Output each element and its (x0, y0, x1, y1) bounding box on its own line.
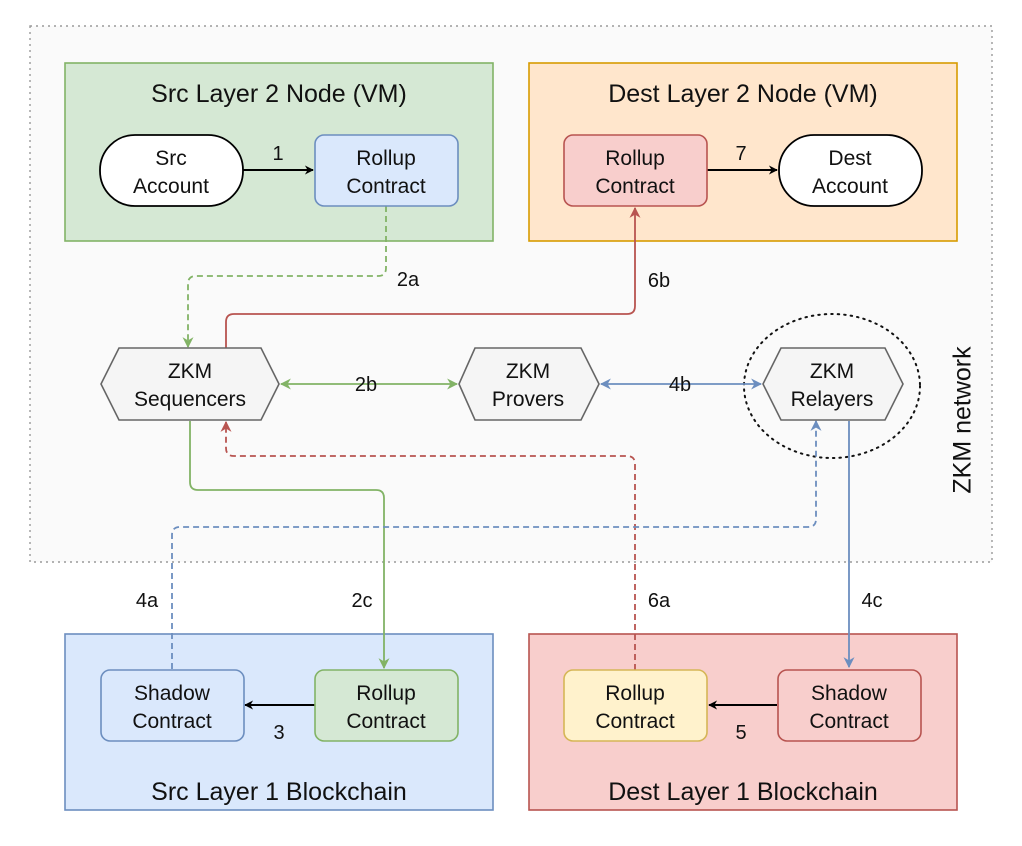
arrow-6a (220, 420, 636, 670)
dest-rollup-contract-l1-line2: Contract (595, 710, 675, 733)
dest-layer2-node-title: Dest Layer 2 Node (VM) (608, 80, 878, 108)
src-account-line1: Src (155, 147, 187, 170)
zkm-provers-line1: ZKM (506, 360, 550, 383)
connectors (171, 165, 855, 710)
step-label-4c: 4c (861, 590, 882, 612)
zkm-sequencers-line1: ZKM (168, 360, 212, 383)
dest-rollup-contract-l2-node: Rollup Contract (563, 134, 708, 207)
dest-account-line2: Account (812, 175, 888, 198)
src-layer2-node-title: Src Layer 2 Node (VM) (151, 80, 407, 108)
zkm-sequencers-line2: Sequencers (134, 388, 246, 411)
src-rollup-contract-line2: Contract (346, 175, 426, 198)
step-label-7: 7 (735, 143, 746, 165)
src-rollup-contract-node: Rollup Contract (314, 134, 459, 207)
dest-account-line1: Dest (828, 147, 871, 170)
zkm-provers-line2: Provers (492, 388, 564, 411)
dest-account-node: Dest Account (778, 134, 923, 207)
zkm-sequencers-node: ZKM Sequencers (100, 347, 280, 421)
src-account-node: Src Account (99, 134, 244, 207)
dest-rollup-contract-l1-line1: Rollup (605, 682, 665, 705)
relayers-highlight-ellipse (743, 313, 921, 459)
src-rollup-contract-line1: Rollup (356, 147, 416, 170)
src-shadow-contract-node: Shadow Contract (100, 669, 245, 742)
step-label-6a: 6a (648, 590, 671, 612)
dest-rollup-contract-l1-node: Rollup Contract (563, 669, 708, 742)
zkm-provers-node: ZKM Provers (458, 347, 600, 421)
arrow-2c (189, 421, 390, 670)
src-rollup-contract-l1-line2: Contract (346, 710, 426, 733)
zkm-network-label: ZKM network (949, 346, 977, 494)
zkm-relayers-line1: ZKM (810, 360, 854, 383)
zkm-relayers-line2: Relayers (791, 388, 874, 411)
dest-shadow-contract-line2: Contract (809, 710, 889, 733)
step-label-2a: 2a (397, 269, 420, 291)
src-shadow-contract-line1: Shadow (134, 682, 211, 705)
step-label-4b: 4b (669, 374, 691, 396)
src-rollup-contract-l1-node: Rollup Contract (314, 669, 459, 742)
step-label-1: 1 (272, 143, 283, 165)
src-account-line2: Account (133, 175, 209, 198)
step-label-3: 3 (273, 722, 284, 744)
step-label-5: 5 (735, 722, 746, 744)
dest-shadow-contract-line1: Shadow (811, 682, 888, 705)
dest-layer1-blockchain-title: Dest Layer 1 Blockchain (608, 778, 878, 806)
src-rollup-contract-l1-line1: Rollup (356, 682, 416, 705)
dest-rollup-contract-l2-line1: Rollup (605, 147, 665, 170)
dest-shadow-contract-node: Shadow Contract (777, 669, 922, 742)
step-label-6b: 6b (648, 270, 670, 292)
src-shadow-contract-line2: Contract (132, 710, 212, 733)
src-layer1-blockchain-title: Src Layer 1 Blockchain (151, 778, 407, 806)
zkm-relayers-node: ZKM Relayers (762, 347, 904, 421)
step-label-2b: 2b (355, 374, 377, 396)
dest-rollup-contract-l2-line2: Contract (595, 175, 675, 198)
arrow-6b (225, 206, 641, 348)
arrow-4a (171, 419, 822, 669)
step-label-2c: 2c (351, 590, 372, 612)
arrow-2a (182, 206, 387, 349)
step-label-4a: 4a (136, 590, 159, 612)
